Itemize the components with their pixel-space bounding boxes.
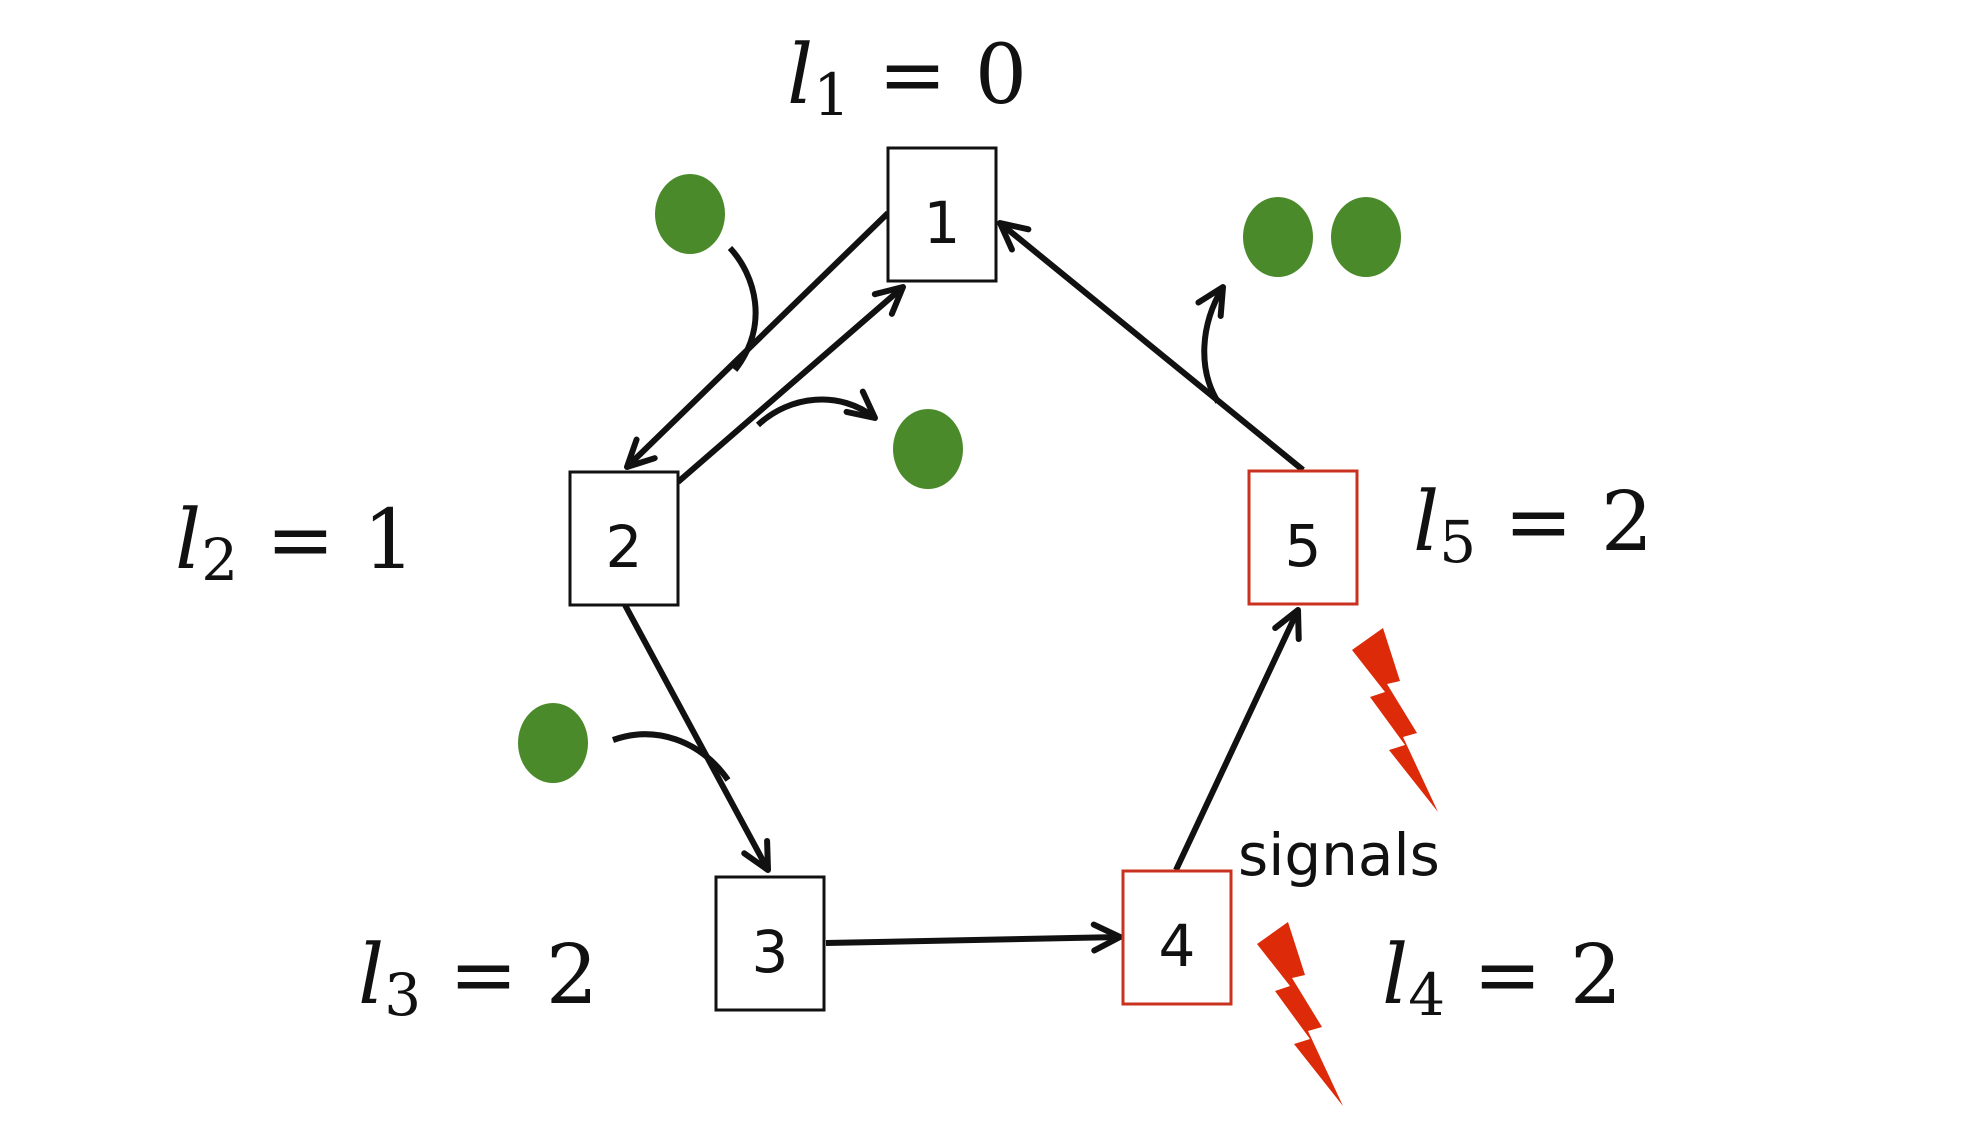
edge-3-to-4 [825,921,1123,954]
green-token-icon [1243,197,1313,277]
green-token-icon [893,409,963,489]
nodes: 1 2 3 4 5 [568,146,1359,1012]
level-label-5: l5=2 [1413,475,1653,576]
green-token-icon [518,703,588,783]
lightning-bolt-icon [1352,628,1438,812]
token-flow-arrow-1-2 [727,245,759,372]
node-4[interactable]: 4 [1121,869,1233,1006]
edge-2-to-1 [676,284,906,485]
node-3[interactable]: 3 [714,875,826,1012]
node-1-label: 1 [924,189,961,257]
edges [622,210,1305,954]
token-flow-arrow-5-1 [1195,284,1226,404]
node-5[interactable]: 5 [1247,469,1359,606]
node-2[interactable]: 2 [568,470,680,607]
edge-5-to-1 [997,220,1305,473]
green-token-icon [655,174,725,254]
node-4-label: 4 [1159,912,1196,980]
level-label-1: l1=0 [787,28,1027,129]
level-label-3: l3=2 [358,928,598,1029]
node-5-label: 5 [1285,512,1322,580]
level-label-4: l4=2 [1382,928,1622,1029]
edge-1-to-2 [624,210,891,470]
green-token-icon [1331,197,1401,277]
tokens [518,174,1401,783]
node-2-label: 2 [606,513,643,581]
level-labels: l1=0 l2=1 l3=2 l4=2 l5=2 [175,28,1653,1029]
token-flow-arrows [611,245,1226,782]
signals-label: signals [1238,821,1440,889]
edge-4-to-5 [1173,607,1302,872]
edge-2-to-3 [622,603,771,873]
token-flow-arrow-2-3 [611,731,731,782]
token-flow-arrow-2-1 [755,388,878,428]
node-1[interactable]: 1 [886,146,998,283]
lightning-bolt-icon [1257,922,1343,1106]
level-label-2: l2=1 [175,493,415,594]
lightning-bolts [1257,628,1438,1106]
node-3-label: 3 [752,918,789,986]
